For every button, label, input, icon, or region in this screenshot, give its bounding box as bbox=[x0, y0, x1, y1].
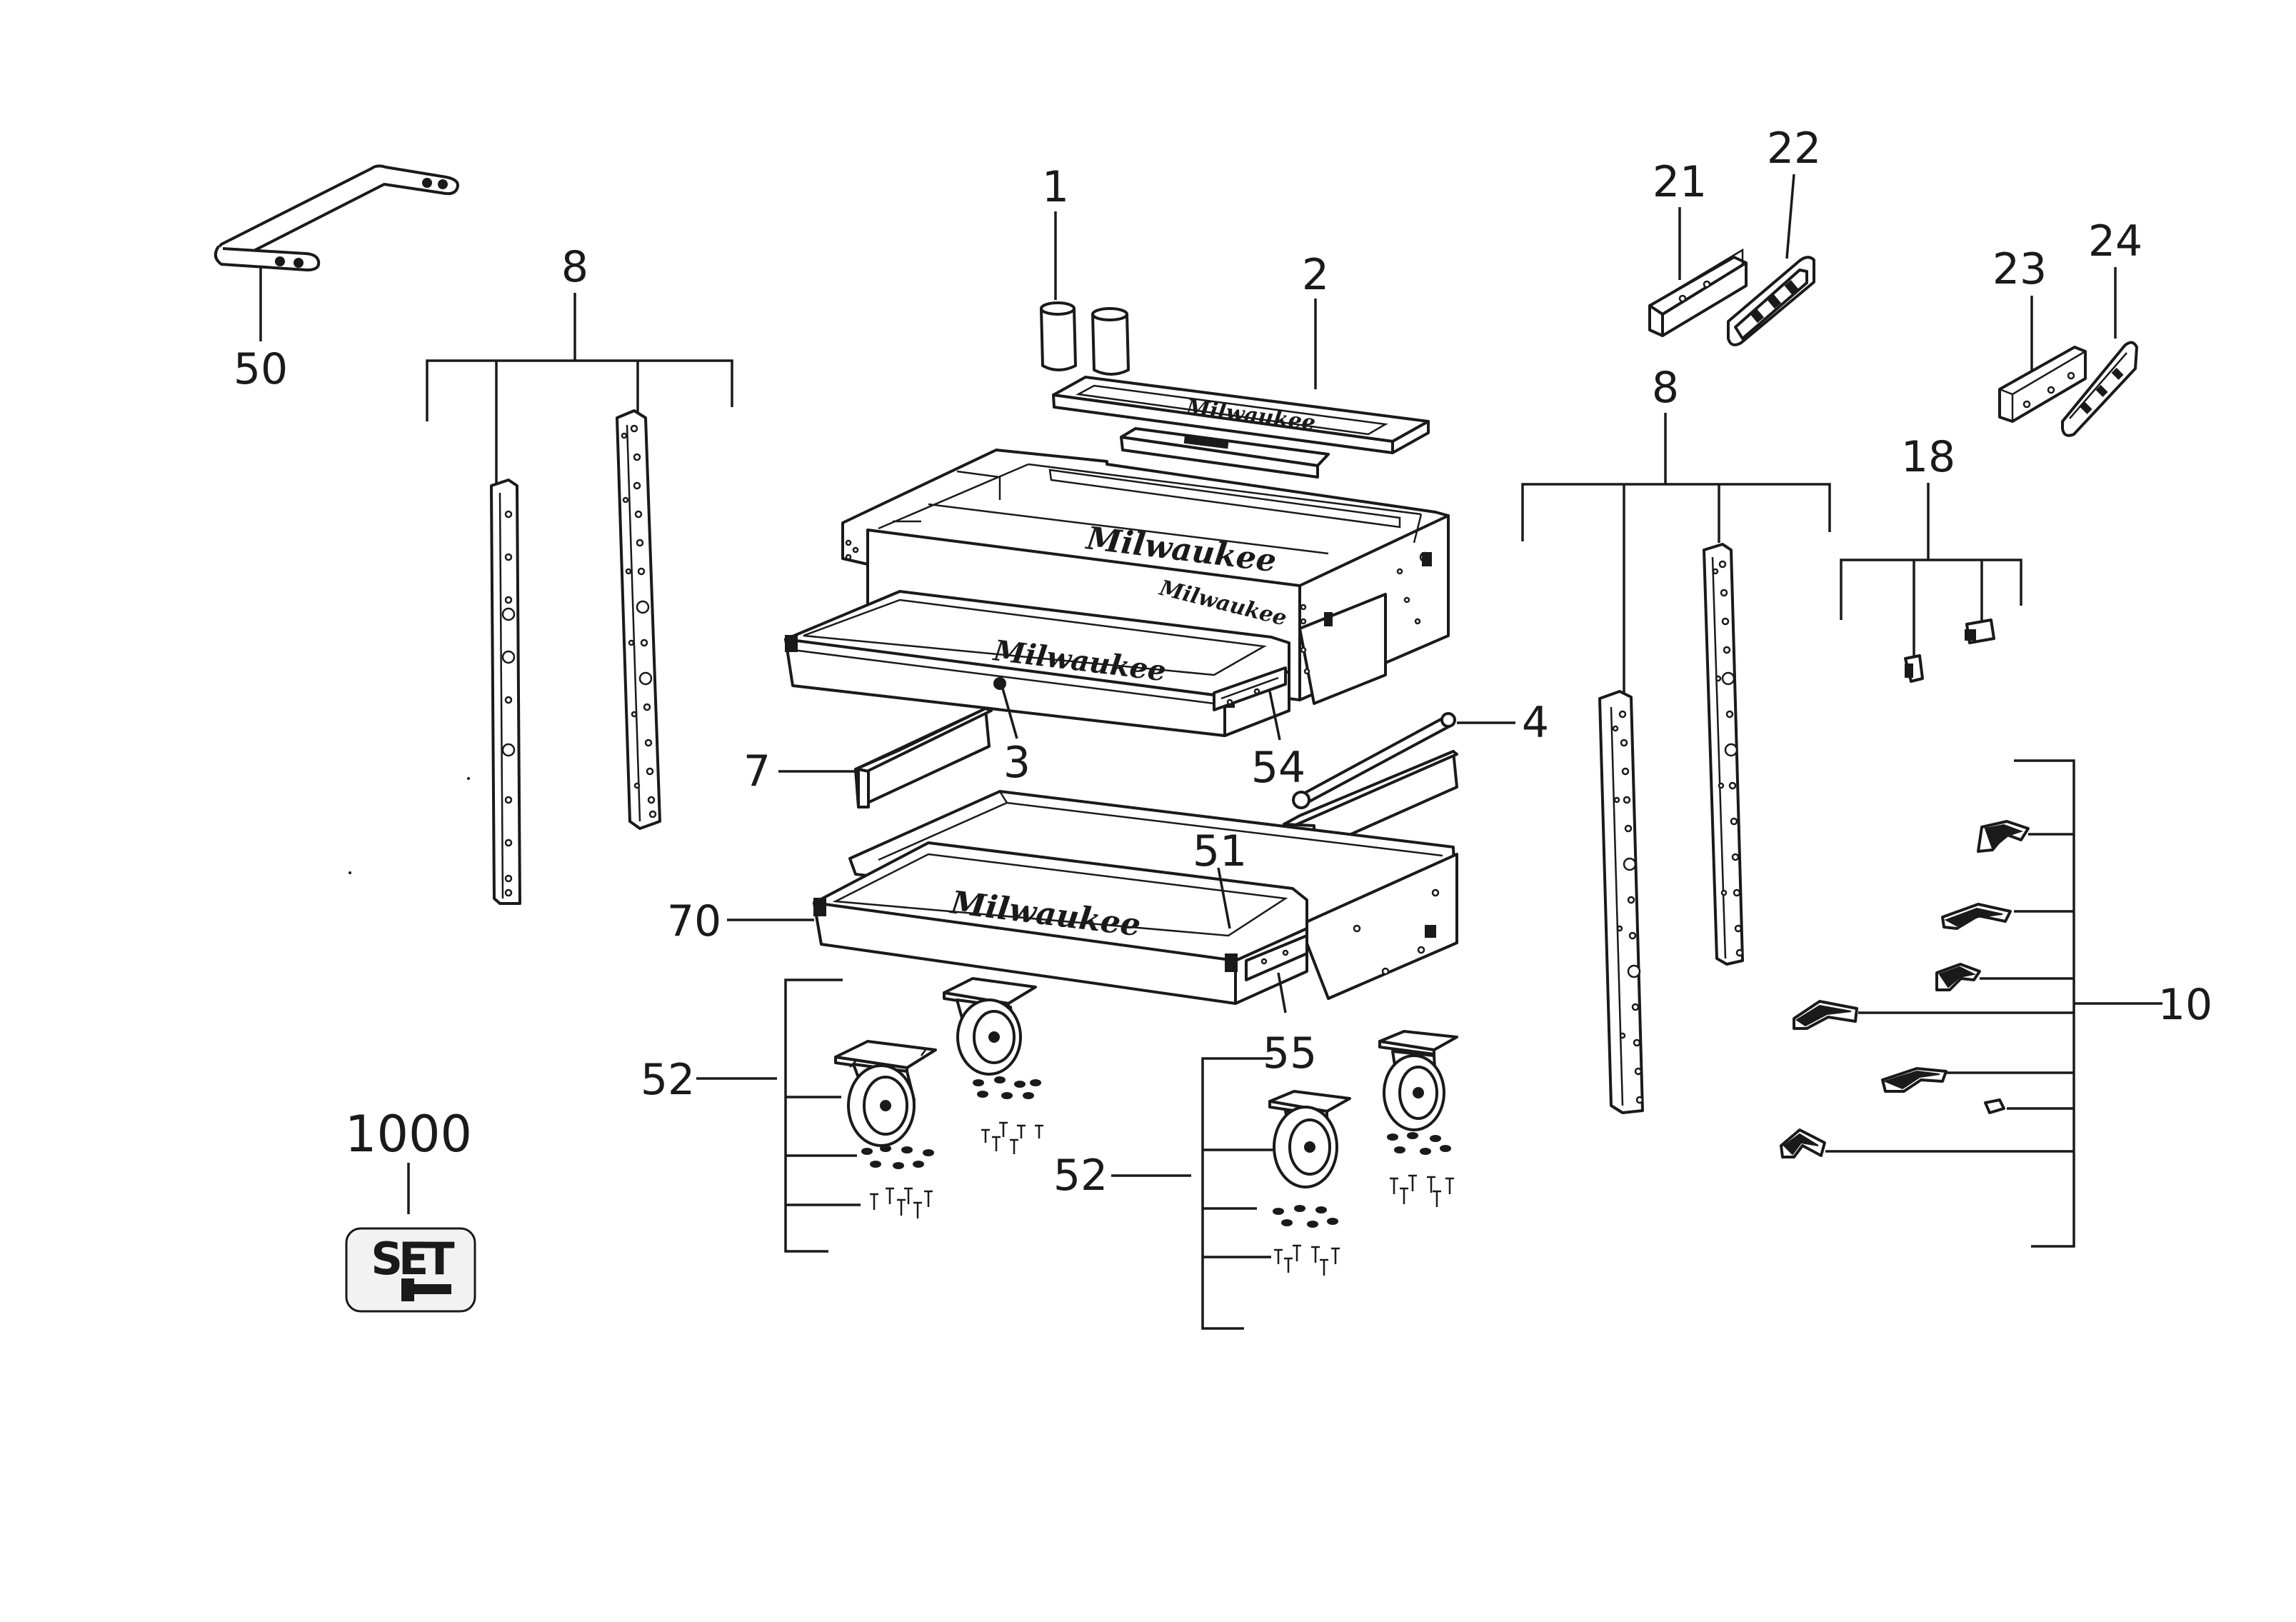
speck bbox=[467, 777, 470, 780]
bracket-8-right bbox=[1521, 413, 1831, 693]
label-2: 2 bbox=[1302, 250, 1329, 300]
part-1000-set: 1000 SET bbox=[345, 1105, 476, 1313]
part-52-right-casters: 52 bbox=[1053, 1030, 1458, 1330]
label-18: 18 bbox=[1901, 432, 1955, 482]
part-2-top-tray: 2 Milwaukee bbox=[1052, 250, 1430, 479]
part-8-right-uprights: 8 bbox=[1521, 363, 1831, 1114]
part-23-bracket: 23 bbox=[1992, 244, 2087, 423]
leader-54 bbox=[1268, 691, 1281, 741]
part-10-hooks: 10 bbox=[1780, 759, 2212, 1248]
part-1-cups: 1 bbox=[1040, 162, 1130, 376]
set-icon-text: SET bbox=[371, 1233, 454, 1285]
label-8-left: 8 bbox=[561, 242, 588, 292]
part-51-drawer: 51 bbox=[1193, 826, 1247, 929]
label-21: 21 bbox=[1653, 157, 1707, 207]
part-8-left-uprights: 8 bbox=[426, 242, 733, 905]
label-7: 7 bbox=[743, 746, 771, 796]
bracket-52-right bbox=[1201, 1057, 1273, 1330]
part-21-bracket: 21 bbox=[1648, 157, 1748, 337]
bracket-8-left bbox=[426, 293, 733, 486]
lower-drawer: Milwaukee bbox=[813, 841, 1308, 1005]
hammer-icon bbox=[401, 1278, 451, 1301]
part-54-slide: 54 bbox=[1251, 691, 1305, 793]
label-52-left: 52 bbox=[641, 1055, 695, 1105]
label-51: 51 bbox=[1193, 826, 1247, 876]
label-3: 3 bbox=[1003, 738, 1031, 788]
label-1000: 1000 bbox=[345, 1105, 472, 1163]
upper-drawer: Milwaukee bbox=[784, 590, 1290, 737]
part-22-power-strip: 22 bbox=[1727, 124, 1821, 346]
leader-22 bbox=[1785, 174, 1795, 259]
bracket-52-left bbox=[784, 978, 861, 1253]
part-50-handle: 50 bbox=[214, 164, 459, 394]
label-10: 10 bbox=[2158, 980, 2212, 1030]
label-54: 54 bbox=[1251, 743, 1305, 793]
leader-3 bbox=[1001, 688, 1018, 739]
leader-51 bbox=[1217, 867, 1231, 929]
label-55: 55 bbox=[1263, 1028, 1317, 1078]
part-24-power-strip: 24 bbox=[2061, 216, 2142, 437]
label-23: 23 bbox=[1992, 244, 2047, 294]
part-55-slide: 55 bbox=[1263, 972, 1317, 1078]
label-1: 1 bbox=[1042, 162, 1069, 212]
label-22: 22 bbox=[1767, 124, 1821, 174]
part-7-side-bin: 7 bbox=[743, 707, 993, 809]
label-4: 4 bbox=[1522, 698, 1549, 748]
part-52-left-casters: 52 bbox=[641, 977, 1043, 1253]
label-8-right: 8 bbox=[1652, 363, 1679, 413]
speck bbox=[349, 871, 351, 874]
bracket-10 bbox=[2014, 759, 2162, 1248]
part-3-marker: 3 bbox=[1001, 688, 1031, 788]
bracket-18 bbox=[1840, 483, 2022, 657]
part-70-marker: 70 bbox=[667, 896, 814, 946]
label-52-right: 52 bbox=[1053, 1151, 1108, 1201]
part-18-clips: 18 bbox=[1840, 432, 2022, 683]
label-24: 24 bbox=[2088, 216, 2142, 266]
label-50: 50 bbox=[234, 344, 288, 394]
label-70: 70 bbox=[667, 896, 721, 946]
leader-55 bbox=[1277, 972, 1287, 1013]
